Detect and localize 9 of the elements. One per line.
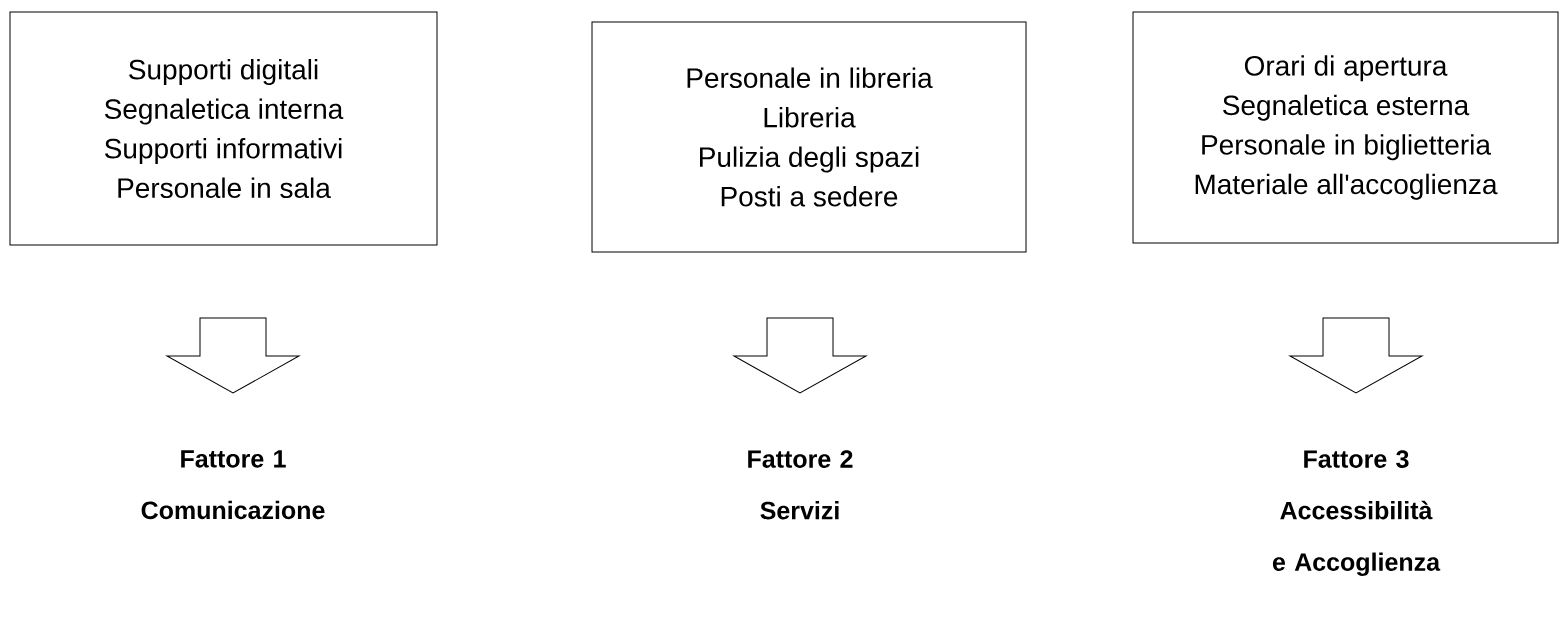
factor-label: Fattore 1 Comunicazione (141, 450, 325, 520)
list-box: Personale in libreria Libreria Pulizia degli spazi Posti a sedere (591, 21, 1027, 253)
list-box: Orari di apertura Segnaletica esterna Personale in biglietteria Materiale all'accoglienza (1132, 11, 1559, 244)
block-arrow (1289, 317, 1423, 394)
factor-label: Fattore 3 Accessibilità e Accoglienza (1272, 450, 1441, 576)
factor-label: Fattore 2 Servizi (748, 450, 853, 520)
block-arrow (166, 317, 300, 394)
list-box: Supporti digitali Segnaletica interna Supporti informativi Personale in sala (9, 11, 438, 246)
block-arrow (733, 317, 867, 394)
